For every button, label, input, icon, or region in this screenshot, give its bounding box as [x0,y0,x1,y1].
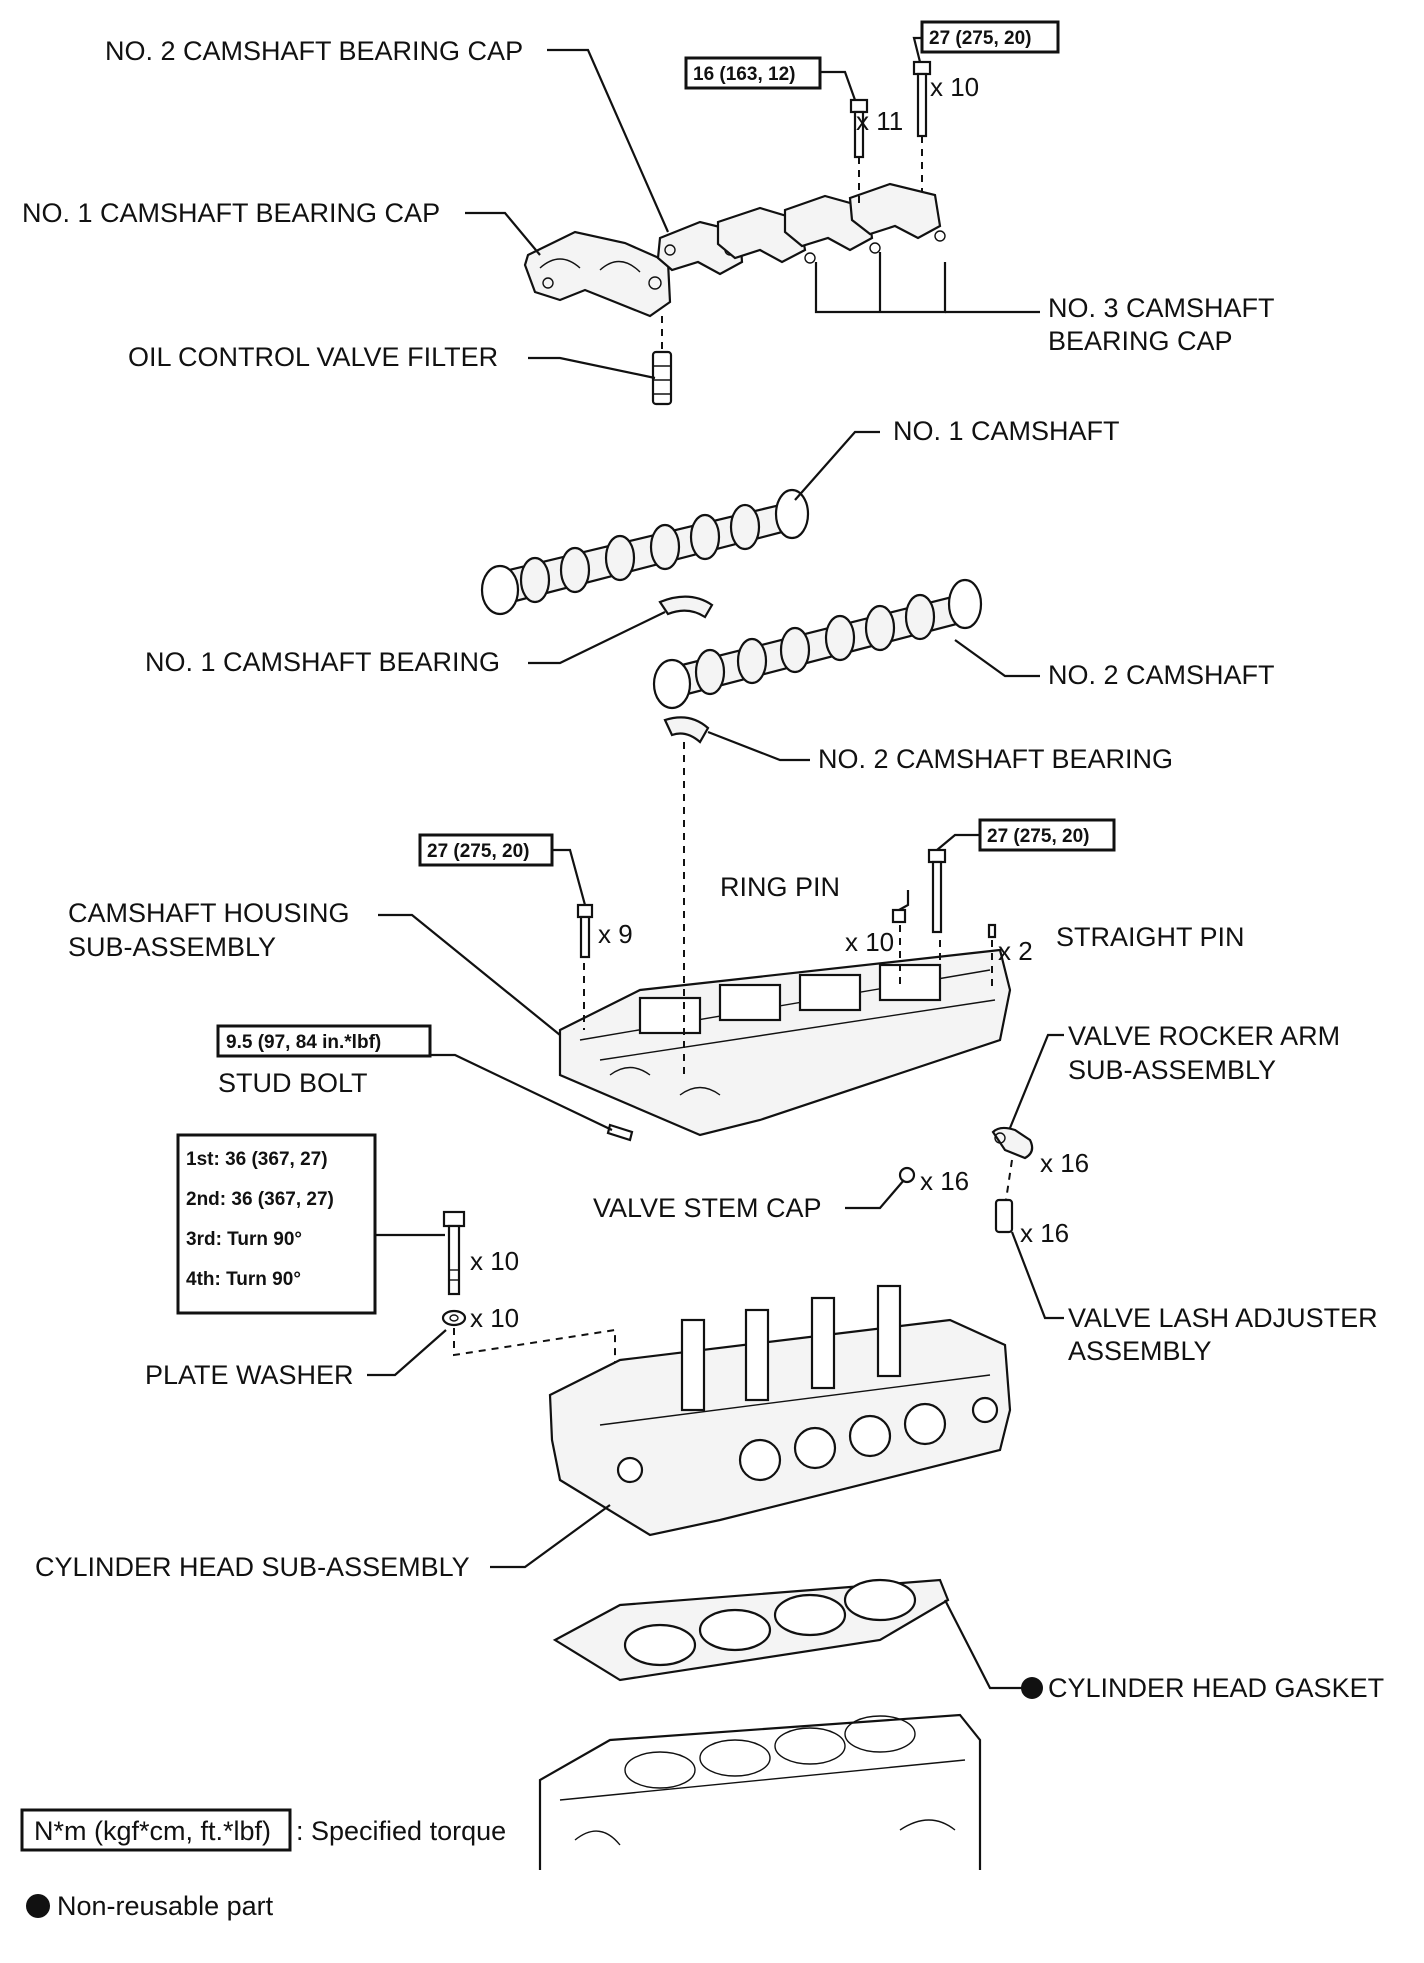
label-no2-cap: NO. 2 CAMSHAFT BEARING CAP [105,36,523,66]
label-lash-line2: ASSEMBLY [1068,1336,1212,1366]
filled-circle-icon [26,1894,50,1918]
legend-torque-box [20,1808,292,1852]
count-stem-cap: x 16 [920,1166,969,1196]
label-no2-camshaft: NO. 2 CAMSHAFT [1048,660,1275,690]
label-no1-bearing: NO. 1 CAMSHAFT BEARING [145,647,500,677]
cap-bolt-small [849,98,869,205]
label-no1-cap: NO. 1 CAMSHAFT BEARING CAP [22,198,440,228]
no1-camshaft-part [480,488,810,616]
plate-washer-part [441,1309,467,1327]
straight-pin-part [987,923,997,939]
head-bolt-step-1: 1st: 36 (367, 27) [186,1149,328,1170]
count-rocker: x 16 [1040,1148,1089,1178]
torque-box-head-bolt [176,1133,377,1315]
label-housing-line1: CAMSHAFT HOUSING [68,898,350,928]
label-stud-bolt: STUD BOLT [218,1068,368,1098]
head-bolt-part [442,1210,466,1296]
label-ocv-filter: OIL CONTROL VALVE FILTER [128,342,498,372]
label-cylinder-head: CYLINDER HEAD SUB-ASSEMBLY [35,1552,470,1582]
label-no3-cap-line1: NO. 3 CAMSHAFT [1048,293,1275,323]
camshaft-housing-part [558,948,1012,1137]
legend-torque-format: N*m (kgf*cm, ft.*lbf) [34,1816,271,1846]
no2-camshaft-bearing-part [663,716,710,744]
cylinder-head-gasket-part [552,1578,950,1682]
label-no3-cap-line2: BEARING CAP [1048,326,1233,356]
legend-nonreusable-text: Non-reusable part [57,1891,274,1921]
housing-bolt-right [927,848,947,934]
cap-bolt-large [912,60,932,192]
torque-box-housing-left [418,833,554,867]
label-rocker-line1: VALVE ROCKER ARM [1068,1021,1340,1051]
legend-torque-text: : Specified torque [296,1816,506,1846]
head-bolt-step-2: 2nd: 36 (367, 27) [186,1189,334,1210]
valve-lash-adjuster-part [994,1198,1014,1234]
label-rocker-line2: SUB-ASSEMBLY [1068,1055,1276,1085]
valve-stem-cap-part [898,1166,916,1184]
count-housing-left: x 9 [598,919,633,949]
head-bolt-step-4: 4th: Turn 90° [186,1269,301,1290]
label-straight-pin: STRAIGHT PIN [1056,922,1245,952]
torque-box-housing-right [978,818,1116,852]
no2-camshaft-part [652,578,983,710]
torque-stud: 9.5 (97, 84 in.*lbf) [226,1032,381,1053]
torque-box-cap-small [684,56,822,90]
count-washer: x 10 [470,1303,519,1333]
label-no2-bearing: NO. 2 CAMSHAFT BEARING [818,744,1173,774]
legend: N*m (kgf*cm, ft.*lbf) : Specified torque… [20,1808,506,1921]
label-ring-pin: RING PIN [720,872,840,902]
no1-bearing-cap-part [523,230,672,318]
count-ring-pin: x 10 [845,927,894,957]
cylinder-block-part [538,1713,982,1870]
count-cap-small: x 11 [856,106,903,136]
label-plate-washer: PLATE WASHER [145,1360,354,1390]
housing-bolt-left [576,903,594,959]
no1-camshaft-bearing-part [658,595,714,619]
count-cap-large: x 10 [930,72,979,102]
nonreusable-marker-icon [1021,1677,1043,1699]
torque-housing-right: 27 (275, 20) [987,826,1089,847]
torque-box-cap-large [920,20,1060,54]
torque-cap-small: 16 (163, 12) [693,64,795,85]
no3-bearing-cap-parts [716,182,946,264]
torque-housing-left: 27 (275, 20) [427,841,529,862]
label-stem-cap: VALVE STEM CAP [593,1193,822,1223]
ring-pin-part [891,908,907,924]
head-bolt-step-3: 3rd: Turn 90° [186,1229,302,1250]
cylinder-head-part [548,1284,1012,1537]
label-lash-line1: VALVE LASH ADJUSTER [1068,1303,1378,1333]
torque-box-stud [216,1024,432,1058]
oil-control-valve-filter-part [651,316,673,406]
torque-cap-large: 27 (275, 20) [929,28,1031,49]
stud-bolt-part [606,1123,634,1142]
count-straight-pin: x 2 [998,936,1033,966]
label-no1-camshaft: NO. 1 CAMSHAFT [893,416,1120,446]
count-lash: x 16 [1020,1218,1069,1248]
valve-rocker-arm-part [991,1126,1034,1160]
count-head-bolt: x 10 [470,1246,519,1276]
label-head-gasket: CYLINDER HEAD GASKET [1048,1673,1384,1703]
label-housing-line2: SUB-ASSEMBLY [68,932,276,962]
